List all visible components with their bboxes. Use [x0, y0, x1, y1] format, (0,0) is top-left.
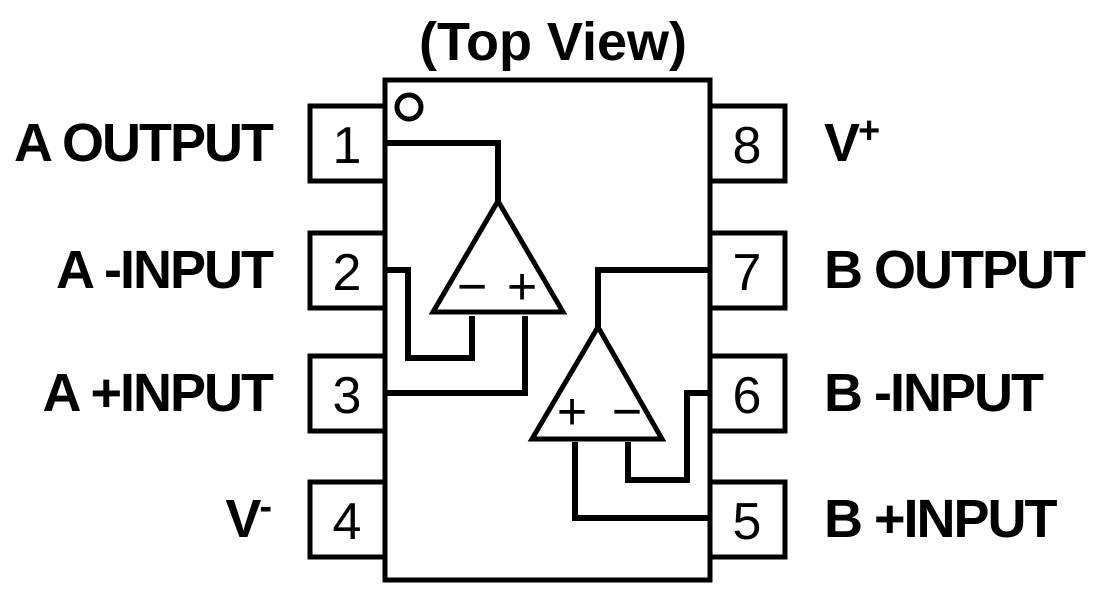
wire-pin2-opamp-a-minus-input [385, 267, 475, 361]
opamp-b-symbol [527, 322, 667, 442]
wire-pin1-opamp-a-output [385, 140, 501, 204]
v-minus-base: V [225, 489, 261, 549]
pin-box-5 [707, 479, 788, 560]
opamp-a-minus-sign: − [457, 258, 487, 316]
v-plus-base: V [824, 113, 860, 173]
pin-number-4: 4 [333, 493, 362, 551]
pin-number-6: 6 [733, 367, 762, 425]
pin-number-8: 8 [733, 117, 762, 175]
pin-number-7: 7 [733, 244, 762, 302]
pin-label-v-plus: V+ [824, 110, 880, 173]
pin-label-b-plus-input: B +INPUT [824, 489, 1058, 549]
pin-box-8 [707, 103, 788, 184]
pin-label-a-minus-input: A -INPUT [56, 240, 274, 300]
wire-pin3-opamp-a-plus-input [385, 316, 528, 396]
pin-box-2 [307, 230, 388, 311]
pin-label-a-output: A OUTPUT [14, 113, 274, 173]
opamp-b-minus-sign: − [612, 383, 642, 441]
pin-number-3: 3 [333, 367, 362, 425]
pin-number-1: 1 [333, 117, 362, 175]
opamp-a-symbol [428, 196, 568, 315]
wire-pin5-opamp-b-plus-input [572, 442, 710, 521]
pin1-indicator-dot [394, 92, 424, 122]
pin-box-4 [307, 479, 388, 560]
opamp-a-plus-sign: + [507, 258, 537, 316]
diagram-title: (Top View) [419, 12, 687, 72]
pin-box-6 [707, 353, 788, 434]
pin-label-a-plus-input: A +INPUT [42, 363, 274, 423]
pin-box-3 [307, 353, 388, 434]
pin-box-1 [307, 103, 388, 184]
pin-number-2: 2 [333, 244, 362, 302]
ic-body [382, 77, 713, 583]
wire-pin7-opamp-b-output [595, 267, 710, 330]
pin-label-v-minus: V- [225, 486, 272, 549]
pin-label-b-output: B OUTPUT [824, 240, 1086, 300]
v-plus-superscript: + [858, 110, 880, 152]
v-minus-superscript: - [259, 486, 272, 528]
pin-label-b-minus-input: B -INPUT [824, 363, 1044, 423]
pin-box-7 [707, 230, 788, 311]
pin-number-5: 5 [733, 493, 762, 551]
wire-pin6-opamp-b-minus-input [625, 390, 710, 483]
opamp-b-plus-sign: + [557, 383, 587, 441]
